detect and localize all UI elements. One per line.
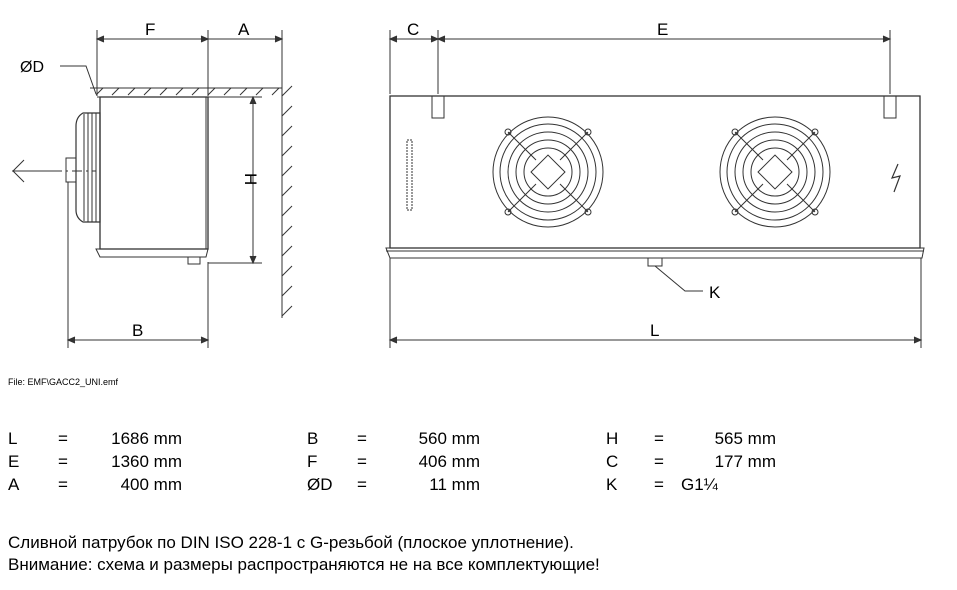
dim-eq: = bbox=[654, 475, 664, 494]
dim-value: 565 mm bbox=[714, 429, 776, 448]
dimension-D-leader bbox=[60, 65, 97, 95]
dim-value: 406 mm bbox=[418, 452, 480, 471]
dim-value: 1686 mm bbox=[111, 429, 182, 448]
dimension-A bbox=[208, 30, 284, 88]
label-B: B bbox=[132, 321, 143, 340]
dim-name: E bbox=[8, 452, 20, 471]
dimension-H bbox=[208, 95, 262, 265]
electrical-hazard-icon bbox=[890, 163, 901, 193]
label-C: C bbox=[407, 20, 419, 39]
wall bbox=[281, 85, 293, 318]
dim-value: 11 mm bbox=[429, 475, 480, 494]
label-F: F bbox=[145, 20, 155, 39]
dim-eq: = bbox=[58, 452, 68, 471]
dim-name: B bbox=[307, 429, 319, 448]
front-view bbox=[385, 30, 925, 348]
dim-eq: = bbox=[357, 475, 367, 494]
label-A: A bbox=[238, 20, 250, 39]
dim-name: L bbox=[8, 429, 18, 448]
airflow-arrow-icon bbox=[12, 159, 96, 183]
dim-value: 177 mm bbox=[714, 452, 776, 471]
dim-name: F bbox=[307, 452, 318, 471]
note-line: Сливной патрубок по DIN ISO 228-1 с G-ре… bbox=[8, 533, 574, 552]
label-K: K bbox=[709, 283, 721, 302]
dim-name: H bbox=[606, 429, 619, 448]
dim-eq: = bbox=[654, 452, 664, 471]
side-view bbox=[12, 30, 293, 348]
drip-tray bbox=[385, 247, 925, 259]
notes: Сливной патрубок по DIN ISO 228-1 с G-ре… bbox=[8, 532, 600, 576]
dim-value: G1¼ bbox=[681, 475, 718, 494]
dim-value: 1360 mm bbox=[111, 452, 182, 471]
ceiling bbox=[90, 87, 282, 96]
label-E: E bbox=[657, 20, 668, 39]
dimension-K-leader bbox=[654, 265, 703, 292]
hanger-bracket bbox=[431, 95, 445, 119]
dim-name: C bbox=[606, 452, 619, 471]
fan-guard-icon bbox=[719, 116, 831, 228]
dim-eq: = bbox=[58, 475, 68, 494]
dimension-C-E bbox=[388, 30, 892, 94]
dim-name: A bbox=[8, 475, 20, 494]
unit-body-side bbox=[65, 96, 209, 265]
hanger-bracket bbox=[883, 95, 897, 119]
dim-eq: = bbox=[357, 452, 367, 471]
drain-connection bbox=[647, 257, 663, 267]
louver bbox=[406, 139, 413, 211]
dim-name: ØD bbox=[307, 475, 333, 494]
dimension-L bbox=[388, 258, 923, 348]
dim-value: 560 mm bbox=[418, 429, 480, 448]
technical-drawing: F A ØD H B C E K L bbox=[12, 20, 925, 348]
fan-guard-icon bbox=[492, 116, 604, 228]
dim-eq: = bbox=[654, 429, 664, 448]
dimension-B bbox=[66, 182, 210, 348]
dim-value: 400 mm bbox=[120, 475, 182, 494]
dim-eq: = bbox=[357, 429, 367, 448]
file-note: File: EMF\GACC2_UNI.emf bbox=[8, 377, 119, 387]
dimension-F bbox=[95, 30, 210, 96]
dim-eq: = bbox=[58, 429, 68, 448]
label-L: L bbox=[650, 321, 659, 340]
label-OD: ØD bbox=[20, 59, 44, 76]
label-H: H bbox=[241, 173, 260, 185]
unit-body-front bbox=[389, 95, 921, 249]
note-line: Внимание: схема и размеры распространяют… bbox=[8, 555, 600, 574]
dim-name: K bbox=[606, 475, 618, 494]
